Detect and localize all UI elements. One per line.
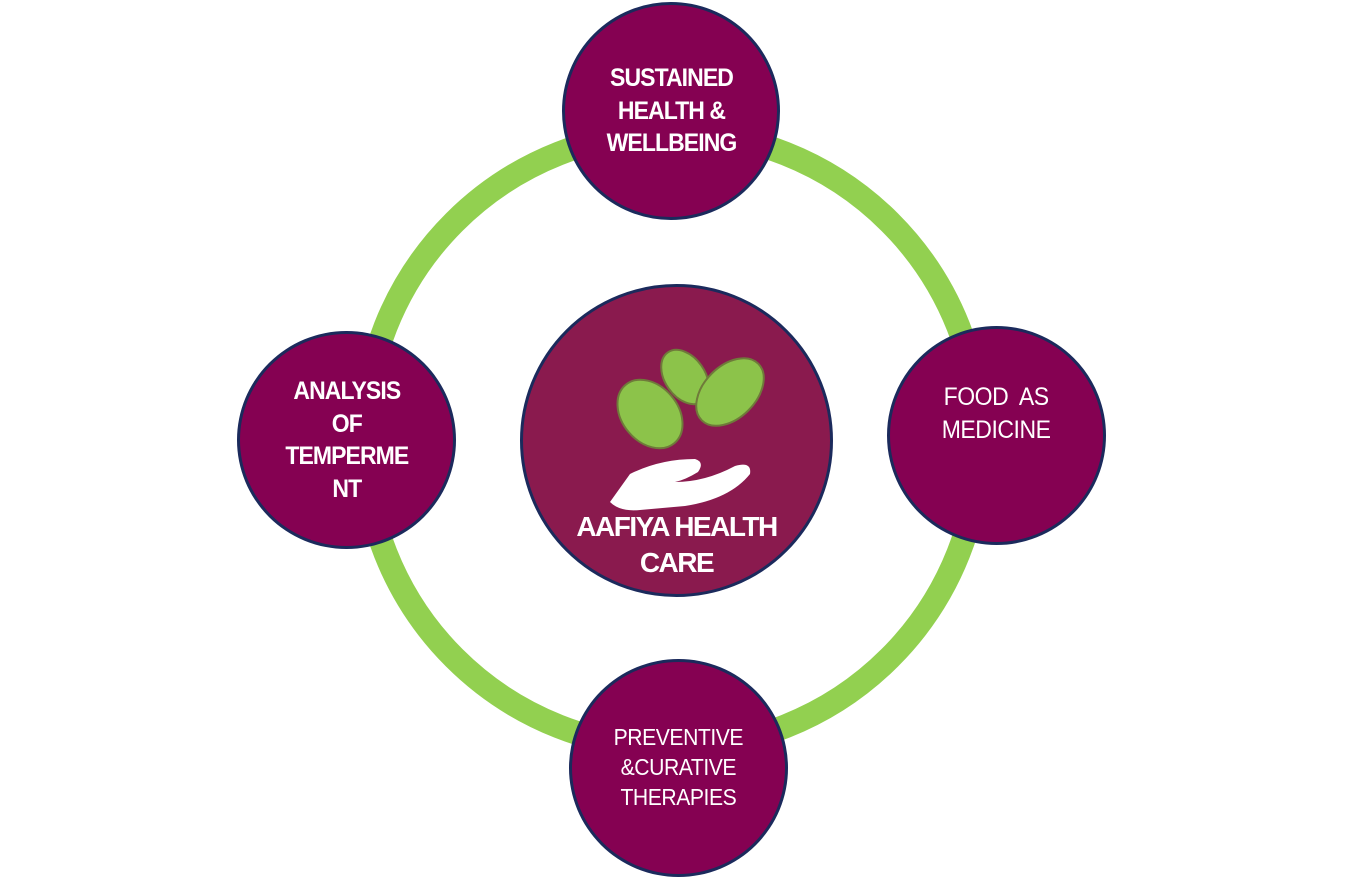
node-preventive-curative: PREVENTIVE &CURATIVE THERAPIES bbox=[569, 659, 788, 877]
hand-with-leaves-icon bbox=[610, 348, 765, 511]
node-food-as-medicine: FOOD AS MEDICINE bbox=[887, 326, 1106, 545]
node-sustained-health: SUSTAINED HEALTH & WELLBEING bbox=[562, 2, 780, 220]
center-aafiya-health-care: AAFIYA HEALTH CARE bbox=[520, 284, 833, 597]
node-analysis-temperament: ANALYSIS OF TEMPERME NT bbox=[237, 331, 456, 549]
